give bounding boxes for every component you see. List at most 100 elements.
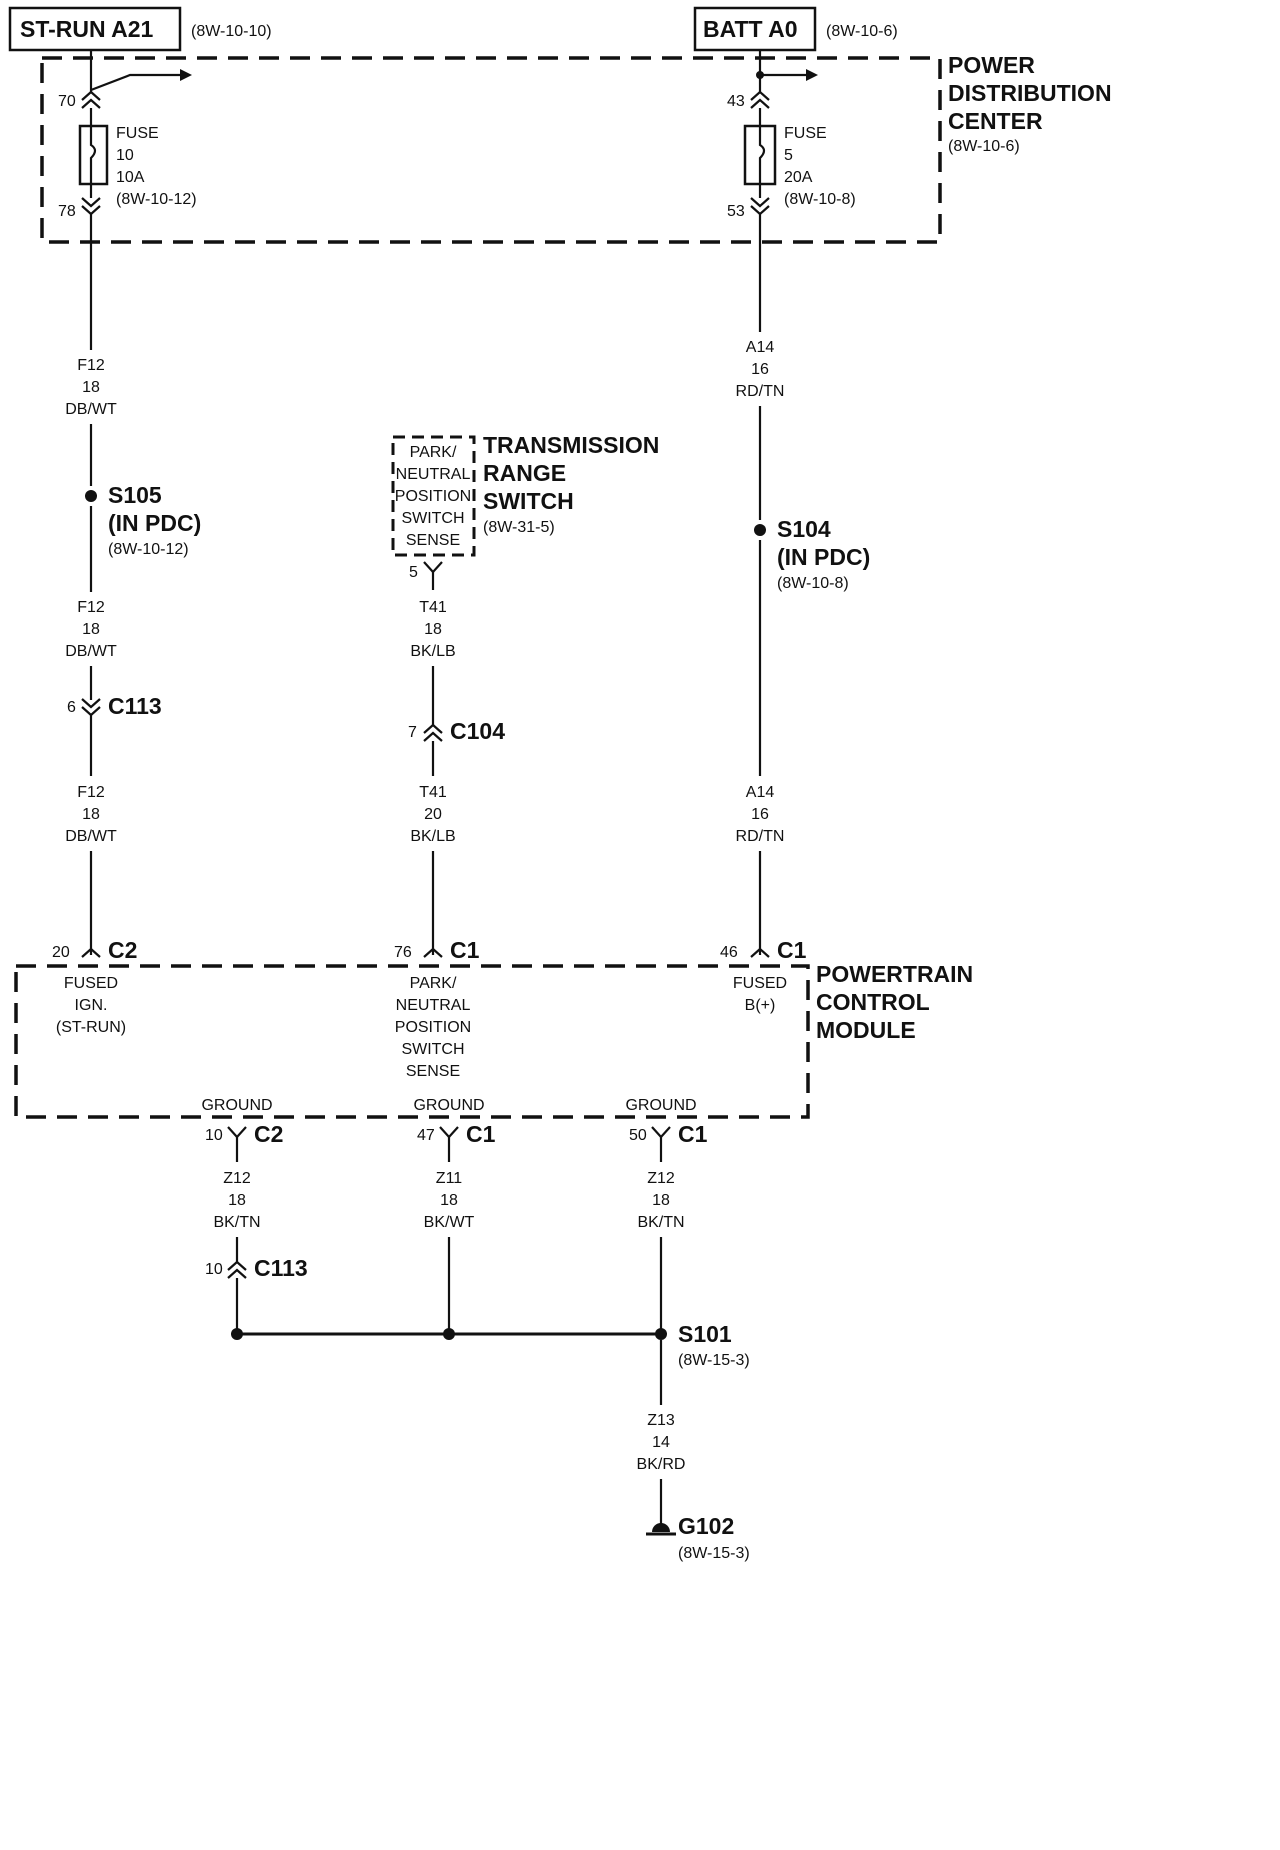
- fuse-10-body: [78, 124, 109, 186]
- gnd2-pin: 47: [417, 1127, 435, 1144]
- trs-line-1: PARK/: [410, 444, 457, 461]
- splice-s104-dot: [754, 524, 766, 536]
- pcm-conn-c1-right: C1: [777, 937, 807, 963]
- c113-bottom-pin: 10: [205, 1261, 223, 1278]
- pcm-pnp-4: SWITCH: [401, 1041, 464, 1058]
- trs-title-1: TRANSMISSION: [483, 432, 659, 458]
- t41-b-2: 20: [424, 806, 442, 823]
- st-run-label: ST-RUN A21: [20, 16, 154, 42]
- s104-name: S104: [777, 516, 831, 542]
- trs-title-2: RANGE: [483, 460, 566, 486]
- pcm-conn-c1-mid: C1: [450, 937, 480, 963]
- batt-label: BATT A0: [703, 16, 798, 42]
- z12-a-3: BK/TN: [213, 1214, 260, 1231]
- pcm-conn-c2-top: C2: [108, 937, 137, 963]
- gnd3-pin: 50: [629, 1127, 647, 1144]
- f12-circuit: F12 18 DB/WT S105 (IN PDC) (8W-10-12) F1…: [52, 214, 201, 963]
- f12-c-1: F12: [77, 784, 105, 801]
- batt-source: BATT A0 (8W-10-6): [693, 6, 898, 52]
- trs-line-2: NEUTRAL: [396, 466, 471, 483]
- fuse-10-circuit: 70 78 FUSE 10 10A (8W-10-12): [58, 50, 197, 220]
- pcm-pin-76: 76: [394, 944, 412, 961]
- st-run-ref: (8W-10-10): [191, 23, 272, 40]
- c113-top-pin: 6: [67, 699, 76, 716]
- gnd2-conn: C1: [466, 1121, 496, 1147]
- trs-ref: (8W-31-5): [483, 519, 555, 536]
- fuse5-pin-out: 53: [727, 203, 745, 220]
- pcm-pnp-3: POSITION: [395, 1019, 471, 1036]
- a14-a-3: RD/TN: [736, 383, 785, 400]
- f12-a-1: F12: [77, 357, 105, 374]
- pcm-battp-1: FUSED: [733, 975, 787, 992]
- fuse5-line-4: (8W-10-8): [784, 191, 856, 208]
- fuse10-line-3: 10A: [116, 169, 145, 186]
- pdc-title-3: CENTER: [948, 108, 1043, 134]
- pcm-title-1: POWERTRAIN: [816, 961, 973, 987]
- power-distribution-center: POWER DISTRIBUTION CENTER (8W-10-6): [40, 52, 1112, 244]
- gnd1-conn: C2: [254, 1121, 283, 1147]
- c104-name: C104: [450, 718, 505, 744]
- pcm-title-2: CONTROL: [816, 989, 930, 1015]
- transmission-range-switch: PARK/ NEUTRAL POSITION SWITCH SENSE TRAN…: [391, 432, 659, 557]
- fuse10-pin-in: 70: [58, 93, 76, 110]
- c113-top-name: C113: [108, 693, 162, 719]
- pcm-gnd2-label: GROUND: [413, 1097, 484, 1114]
- ground-z12-right: 50 C1 Z12 18 BK/TN: [629, 1121, 708, 1334]
- fuse10-line-4: (8W-10-12): [116, 191, 197, 208]
- z11-3: BK/WT: [424, 1214, 475, 1231]
- ground-z12-left: 10 C2 Z12 18 BK/TN 10 C113: [205, 1121, 308, 1334]
- z12-b-2: 18: [652, 1192, 670, 1209]
- g102-ref: (8W-15-3): [678, 1545, 750, 1562]
- pcm-gnd1-label: GROUND: [201, 1097, 272, 1114]
- s104-ref: (8W-10-8): [777, 575, 849, 592]
- t41-a-2: 18: [424, 621, 442, 638]
- s104-sub: (IN PDC): [777, 544, 870, 570]
- pcm-pnp-1: PARK/: [410, 975, 457, 992]
- a14-a-1: A14: [746, 339, 775, 356]
- fuse-5-circuit: 43 53 FUSE 5 20A (8W-10-8): [727, 50, 856, 220]
- z12-b-3: BK/TN: [637, 1214, 684, 1231]
- s105-name: S105: [108, 482, 162, 508]
- fuse10-line-2: 10: [116, 147, 134, 164]
- s105-ref: (8W-10-12): [108, 541, 189, 558]
- z12-b-1: Z12: [647, 1170, 675, 1187]
- f12-c-2: 18: [82, 806, 100, 823]
- t41-b-1: T41: [419, 784, 447, 801]
- ground-symbol-icon: [652, 1523, 670, 1532]
- a14-b-1: A14: [746, 784, 775, 801]
- pcm-pnp-5: SENSE: [406, 1063, 460, 1080]
- z13-3: BK/RD: [637, 1456, 686, 1473]
- st-run-source: ST-RUN A21 (8W-10-10): [8, 6, 272, 52]
- a14-a-2: 16: [751, 361, 769, 378]
- z11-2: 18: [440, 1192, 458, 1209]
- pcm-pnp-2: NEUTRAL: [396, 997, 471, 1014]
- c104-pin: 7: [408, 724, 417, 741]
- ground-bus: S101 (8W-15-3) Z13 14 BK/RD: [231, 1321, 750, 1526]
- s101-name: S101: [678, 1321, 732, 1347]
- pcm-ign-2: IGN.: [75, 997, 108, 1014]
- f12-b-2: 18: [82, 621, 100, 638]
- trs-pin-5: 5: [409, 564, 418, 581]
- batt-ref: (8W-10-6): [826, 23, 898, 40]
- pdc-title-1: POWER: [948, 52, 1035, 78]
- pcm-ign-3: (ST-RUN): [56, 1019, 126, 1036]
- trs-line-5: SENSE: [406, 532, 460, 549]
- powertrain-control-module: POWERTRAIN CONTROL MODULE FUSED IGN. (ST…: [14, 961, 973, 1119]
- f12-b-1: F12: [77, 599, 105, 616]
- trs-line-4: SWITCH: [401, 510, 464, 527]
- s101-ref: (8W-15-3): [678, 1352, 750, 1369]
- f12-a-3: DB/WT: [65, 401, 117, 418]
- pcm-ign-1: FUSED: [64, 975, 118, 992]
- z13-1: Z13: [647, 1412, 675, 1429]
- t41-a-3: BK/LB: [410, 643, 455, 660]
- a14-circuit: A14 16 RD/TN S104 (IN PDC) (8W-10-8) A14…: [720, 214, 870, 963]
- t41-a-1: T41: [419, 599, 447, 616]
- gnd1-pin: 10: [205, 1127, 223, 1144]
- pcm-pin-46: 46: [720, 944, 738, 961]
- f12-b-3: DB/WT: [65, 643, 117, 660]
- a14-b-2: 16: [751, 806, 769, 823]
- ground-z11-middle: 47 C1 Z11 18 BK/WT: [417, 1121, 496, 1334]
- z11-1: Z11: [436, 1170, 462, 1187]
- s105-sub: (IN PDC): [108, 510, 201, 536]
